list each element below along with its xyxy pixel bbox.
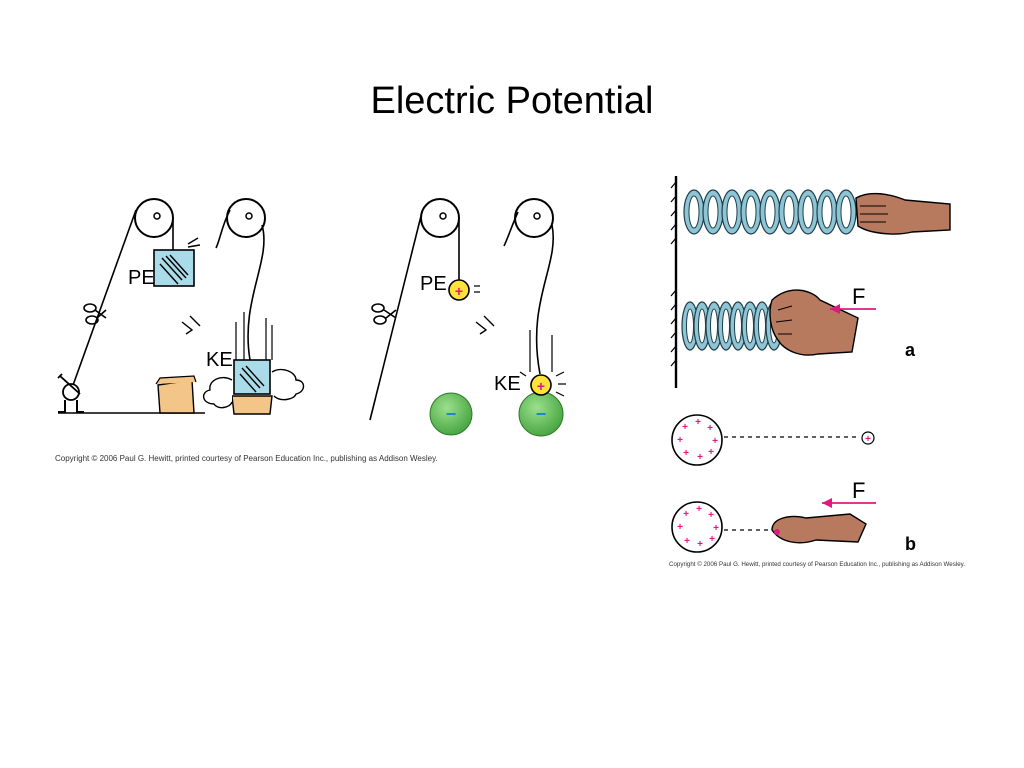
charge-sign: + xyxy=(683,448,689,459)
charge-sign: + xyxy=(865,434,871,445)
charged-sphere: + + + + + + + + xyxy=(671,414,723,466)
slide-title: Electric Potential xyxy=(370,80,654,122)
ke-label: KE xyxy=(206,349,233,371)
force-arrow-icon xyxy=(822,498,876,508)
charge-sign: + xyxy=(677,435,683,446)
negative-ball: − xyxy=(518,391,564,437)
force-label: F xyxy=(852,478,865,503)
force-label: F xyxy=(852,284,865,309)
charge-sign: − xyxy=(446,404,457,424)
copyright-right: Copyright © 2006 Paul G. Hewitt, printed… xyxy=(669,561,965,568)
charge-sign: + xyxy=(697,452,703,463)
spring-sphere-panel: F a + + + + + + + + + + + xyxy=(670,176,951,554)
pe-label: PE xyxy=(128,267,155,289)
pulley-icon xyxy=(514,198,554,238)
hand-icon xyxy=(771,513,867,544)
charge-sign: + xyxy=(684,536,690,547)
charge-sign: + xyxy=(709,534,715,545)
charged-sphere: + + + + + + + + xyxy=(671,501,723,553)
charge-sign: + xyxy=(697,539,703,550)
winch-icon xyxy=(57,373,205,414)
charge-sign: + xyxy=(712,436,718,447)
charge-sign: + xyxy=(682,422,688,433)
spring-icon xyxy=(683,189,857,235)
pe-label: PE xyxy=(420,273,447,295)
pulley-icon xyxy=(226,198,266,238)
charge-sign: + xyxy=(713,523,719,534)
part-b-label: b xyxy=(905,534,916,554)
pulley-icon xyxy=(420,198,460,238)
hand-icon xyxy=(855,192,951,235)
mass-block-pe xyxy=(153,249,195,287)
charge-sign: − xyxy=(536,404,547,424)
charge-sign: + xyxy=(683,509,689,520)
mass-block-ke xyxy=(233,359,271,395)
copyright-left: Copyright © 2006 Paul G. Hewitt, printed… xyxy=(55,454,438,463)
force-arrow-icon xyxy=(830,304,876,314)
charge-sign: + xyxy=(537,378,545,394)
crate xyxy=(155,375,197,414)
charge-sign: + xyxy=(695,417,701,428)
charge-pulley-panel: + PE − KE − + xyxy=(369,198,566,437)
negative-ball: − xyxy=(429,392,473,436)
charge-sign: + xyxy=(696,504,702,515)
charge-sign: + xyxy=(708,510,714,521)
ke-label: KE xyxy=(494,373,521,395)
scissors-icon xyxy=(371,303,397,325)
positive-charge-ke: + xyxy=(530,374,552,396)
pulley-icon xyxy=(134,198,174,238)
part-a-label: a xyxy=(905,340,916,360)
scissors-icon xyxy=(83,303,107,325)
positive-charge-pe: + xyxy=(448,279,470,301)
spring-icon xyxy=(681,301,783,351)
test-charge: + xyxy=(861,431,875,445)
charge-sign: + xyxy=(677,522,683,533)
charge-sign: + xyxy=(707,423,713,434)
hand-icon xyxy=(769,289,859,356)
mass-pulley-panel: PE xyxy=(57,198,305,415)
charge-sign: + xyxy=(455,283,463,299)
charge-sign: + xyxy=(708,447,714,458)
